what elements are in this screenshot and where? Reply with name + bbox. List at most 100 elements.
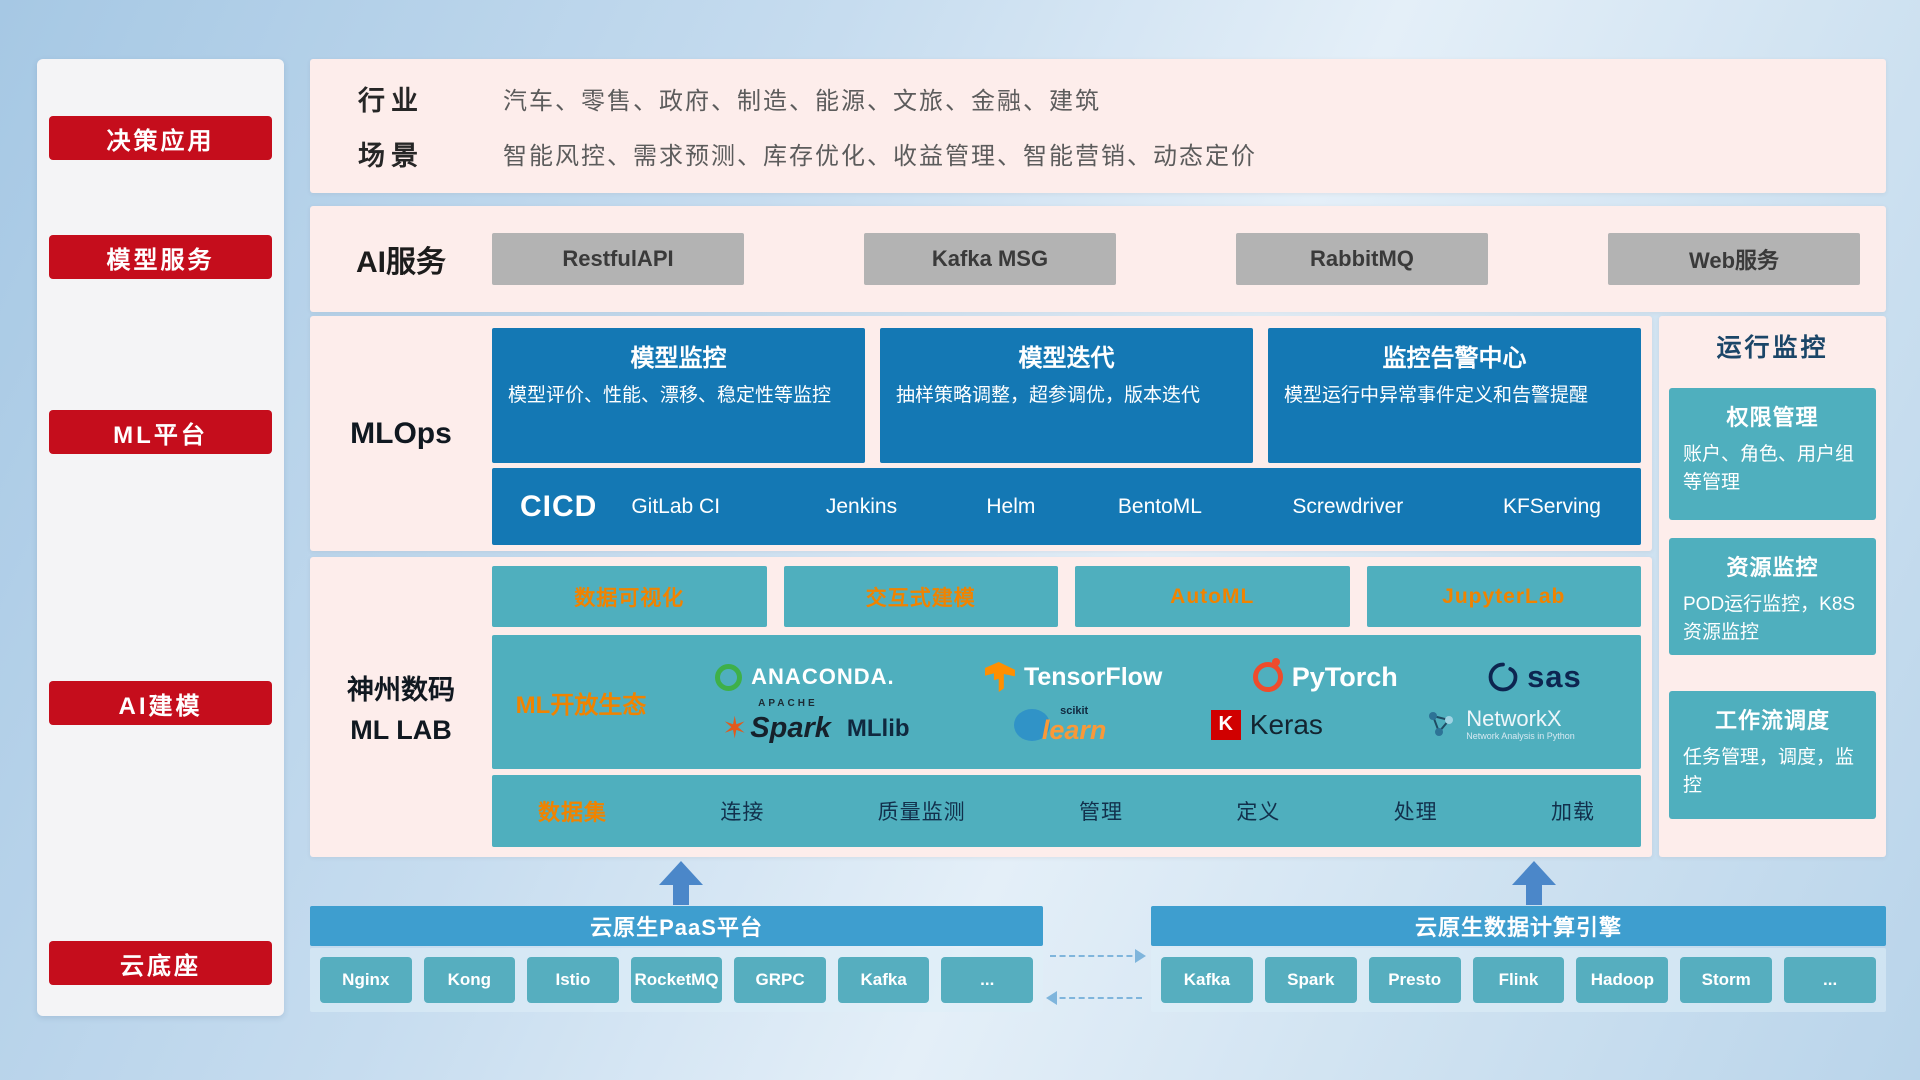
card-desc: 模型评价、性能、漂移、稳定性等监控: [508, 385, 832, 406]
feature-data-visualization[interactable]: 数据可视化: [492, 566, 767, 627]
feature-automl[interactable]: AutoML: [1075, 566, 1350, 627]
chip-nginx[interactable]: Nginx: [320, 957, 412, 1003]
scenario-list: 智能风控、需求预测、库存优化、收益管理、智能营销、动态定价: [503, 143, 1257, 170]
tool-bentoml: BentoML: [1117, 494, 1202, 518]
chip-flink[interactable]: Flink: [1472, 957, 1565, 1003]
scikit-learn-logo: scikit learn: [1013, 704, 1106, 744]
rail-item-ai-modeling[interactable]: AI建模: [49, 681, 272, 725]
model-iteration-card: 模型迭代 抽样策略调整，超参调优，版本迭代: [880, 328, 1253, 463]
spark-text: Spark: [750, 712, 831, 744]
dataset-item-process: 处理: [1393, 801, 1438, 824]
cicd-bar: CICD GitLab CI Jenkins Helm BentoML Scre…: [492, 468, 1641, 545]
tensorflow-icon: [984, 662, 1015, 692]
industry-panel: 行业 汽车、零售、政府、制造、能源、文旅、金融、建筑 场景 智能风控、需求预测、…: [310, 59, 1886, 193]
tensorflow-text: TensorFlow: [1023, 662, 1163, 691]
card-desc: 抽样策略调整，超参调优，版本迭代: [896, 385, 1201, 406]
ai-service-label: AI服务: [356, 246, 446, 279]
tensorflow-logo: TensorFlow: [984, 662, 1163, 692]
service-restfulapi[interactable]: RestfulAPI: [492, 233, 744, 285]
chip-kong[interactable]: Kong: [423, 957, 516, 1003]
rail-item-cloud-base[interactable]: 云底座: [49, 941, 272, 985]
rail-item-ml-platform[interactable]: ML平台: [49, 410, 272, 454]
dataset-bar: 数据集 连接 质量监测 管理 定义 处理 加载: [492, 775, 1641, 847]
card-desc: POD运行监控，K8S资源监控: [1683, 594, 1856, 643]
mlops-cards: 模型监控 模型评价、性能、漂移、稳定性等监控 模型迭代 抽样策略调整，超参调优，…: [492, 328, 1641, 463]
card-title: 模型监控: [630, 345, 727, 372]
card-desc: 模型运行中异常事件定义和告警提醒: [1284, 385, 1589, 406]
scenario-label: 场景: [358, 141, 424, 171]
service-kafka-msg[interactable]: Kafka MSG: [864, 233, 1116, 285]
pytorch-icon: [1252, 658, 1283, 692]
networkx-subtitle: Network Analysis in Python: [1466, 730, 1575, 741]
scikit-learn-icon: [1013, 708, 1050, 741]
chip-istio[interactable]: Istio: [527, 957, 619, 1003]
keras-icon: K: [1210, 709, 1241, 740]
card-title: 权限管理: [1726, 405, 1819, 430]
data-engine-title: 云原生数据计算引擎: [1151, 906, 1886, 946]
networkx-logo: NetworkX Network Analysis in Python: [1427, 707, 1575, 741]
networkx-title: NetworkX: [1466, 706, 1562, 732]
industry-row: 行业 汽车、零售、政府、制造、能源、文旅、金融、建筑: [358, 79, 1886, 118]
chip-kafka2[interactable]: Kafka: [1161, 957, 1253, 1003]
anaconda-text: ANACONDA.: [751, 664, 895, 689]
runtime-monitor-panel: 运行监控 权限管理 账户、角色、用户组等管理 资源监控 POD运行监控，K8S资…: [1659, 316, 1886, 857]
chip-spark[interactable]: Spark: [1264, 957, 1357, 1003]
networkx-text: NetworkX Network Analysis in Python: [1466, 707, 1575, 741]
paas-title: 云原生PaaS平台: [310, 906, 1043, 946]
ecosystem-label: ML开放生态: [515, 691, 647, 719]
scikit-caption: scikit: [1060, 704, 1089, 717]
ai-service-panel: AI服务 RestfulAPI Kafka MSG RabbitMQ Web服务: [310, 206, 1886, 312]
logo-row-2: APACHE ✶ Spark MLlib scikit learn K: [670, 698, 1627, 745]
rail-item-decision-apps[interactable]: 决策应用: [49, 116, 272, 160]
data-engine-group: 云原生数据计算引擎 Kafka Spark Presto Flink Hadoo…: [1151, 906, 1886, 1012]
paas-chips: Nginx Kong Istio RocketMQ GRPC Kafka ...: [310, 948, 1043, 1012]
chip-presto[interactable]: Presto: [1368, 957, 1461, 1003]
tool-gitlab-ci: GitLab CI: [631, 494, 721, 518]
card-title: 工作流调度: [1714, 708, 1830, 733]
card-title: 监控告警中心: [1382, 345, 1527, 372]
sas-icon: [1488, 662, 1518, 692]
feature-jupyterlab[interactable]: JupyterLab: [1366, 566, 1641, 627]
chip-grpc[interactable]: GRPC: [734, 957, 826, 1003]
scenario-row: 场景 智能风控、需求预测、库存优化、收益管理、智能营销、动态定价: [358, 134, 1886, 173]
mlops-label: MLOps: [350, 416, 452, 450]
service-rabbitmq[interactable]: RabbitMQ: [1236, 233, 1488, 285]
networkx-icon: [1429, 712, 1454, 737]
service-web[interactable]: Web服务: [1608, 233, 1860, 285]
dataset-item-manage: 管理: [1079, 801, 1123, 824]
paas-group: 云原生PaaS平台 Nginx Kong Istio RocketMQ GRPC…: [310, 906, 1043, 1012]
dashed-arrow-right: [1050, 949, 1146, 963]
industry-list: 汽车、零售、政府、制造、能源、文旅、金融、建筑: [503, 88, 1101, 115]
cicd-tools: GitLab CI Jenkins Helm BentoML Screwdriv…: [631, 494, 1641, 519]
left-rail: 决策应用 模型服务 ML平台 AI建模 云底座: [37, 59, 284, 1016]
model-monitoring-card: 模型监控 模型评价、性能、漂移、稳定性等监控: [492, 328, 865, 463]
chip-more2[interactable]: ...: [1784, 957, 1877, 1003]
rail-item-model-service[interactable]: 模型服务: [49, 235, 272, 279]
sas-text: sas: [1527, 659, 1582, 694]
dashed-arrow-left: [1046, 991, 1142, 1005]
dataset-item-quality: 质量监测: [877, 801, 966, 824]
permission-management-card: 权限管理 账户、角色、用户组等管理: [1669, 388, 1876, 520]
mllab-label-line2: ML LAB: [350, 715, 452, 745]
tool-kfserving: KFServing: [1502, 494, 1601, 518]
mlops-panel: MLOps 模型监控 模型评价、性能、漂移、稳定性等监控 模型迭代 抽样策略调整…: [310, 316, 1652, 551]
chip-hadoop[interactable]: Hadoop: [1576, 957, 1669, 1003]
chip-kafka[interactable]: Kafka: [837, 957, 930, 1003]
card-title: 模型迭代: [1018, 345, 1115, 372]
tool-jenkins: Jenkins: [825, 494, 898, 518]
dataset-label: 数据集: [538, 800, 608, 825]
card-desc: 账户、角色、用户组等管理: [1683, 444, 1855, 493]
chip-more[interactable]: ...: [941, 957, 1034, 1003]
logo-row-1: ANACONDA. TensorFlow PyTorch sas: [670, 658, 1627, 695]
pytorch-text: PyTorch: [1291, 661, 1398, 692]
chip-storm[interactable]: Storm: [1680, 957, 1773, 1003]
chip-rocketmq[interactable]: RocketMQ: [630, 957, 723, 1003]
service-buttons-row: RestfulAPI Kafka MSG RabbitMQ Web服务: [492, 233, 1860, 285]
data-engine-chips: Kafka Spark Presto Flink Hadoop Storm ..…: [1151, 948, 1886, 1012]
feature-interactive-modeling[interactable]: 交互式建模: [783, 566, 1058, 627]
spark-star-icon: ✶: [722, 711, 748, 745]
keras-text: Keras: [1249, 708, 1323, 740]
mllab-panel: 神州数码 ML LAB 数据可视化 交互式建模 AutoML JupyterLa…: [310, 557, 1652, 857]
dataset-item-load: 加载: [1550, 801, 1595, 824]
workflow-scheduler-card: 工作流调度 任务管理，调度，监控: [1669, 691, 1876, 819]
